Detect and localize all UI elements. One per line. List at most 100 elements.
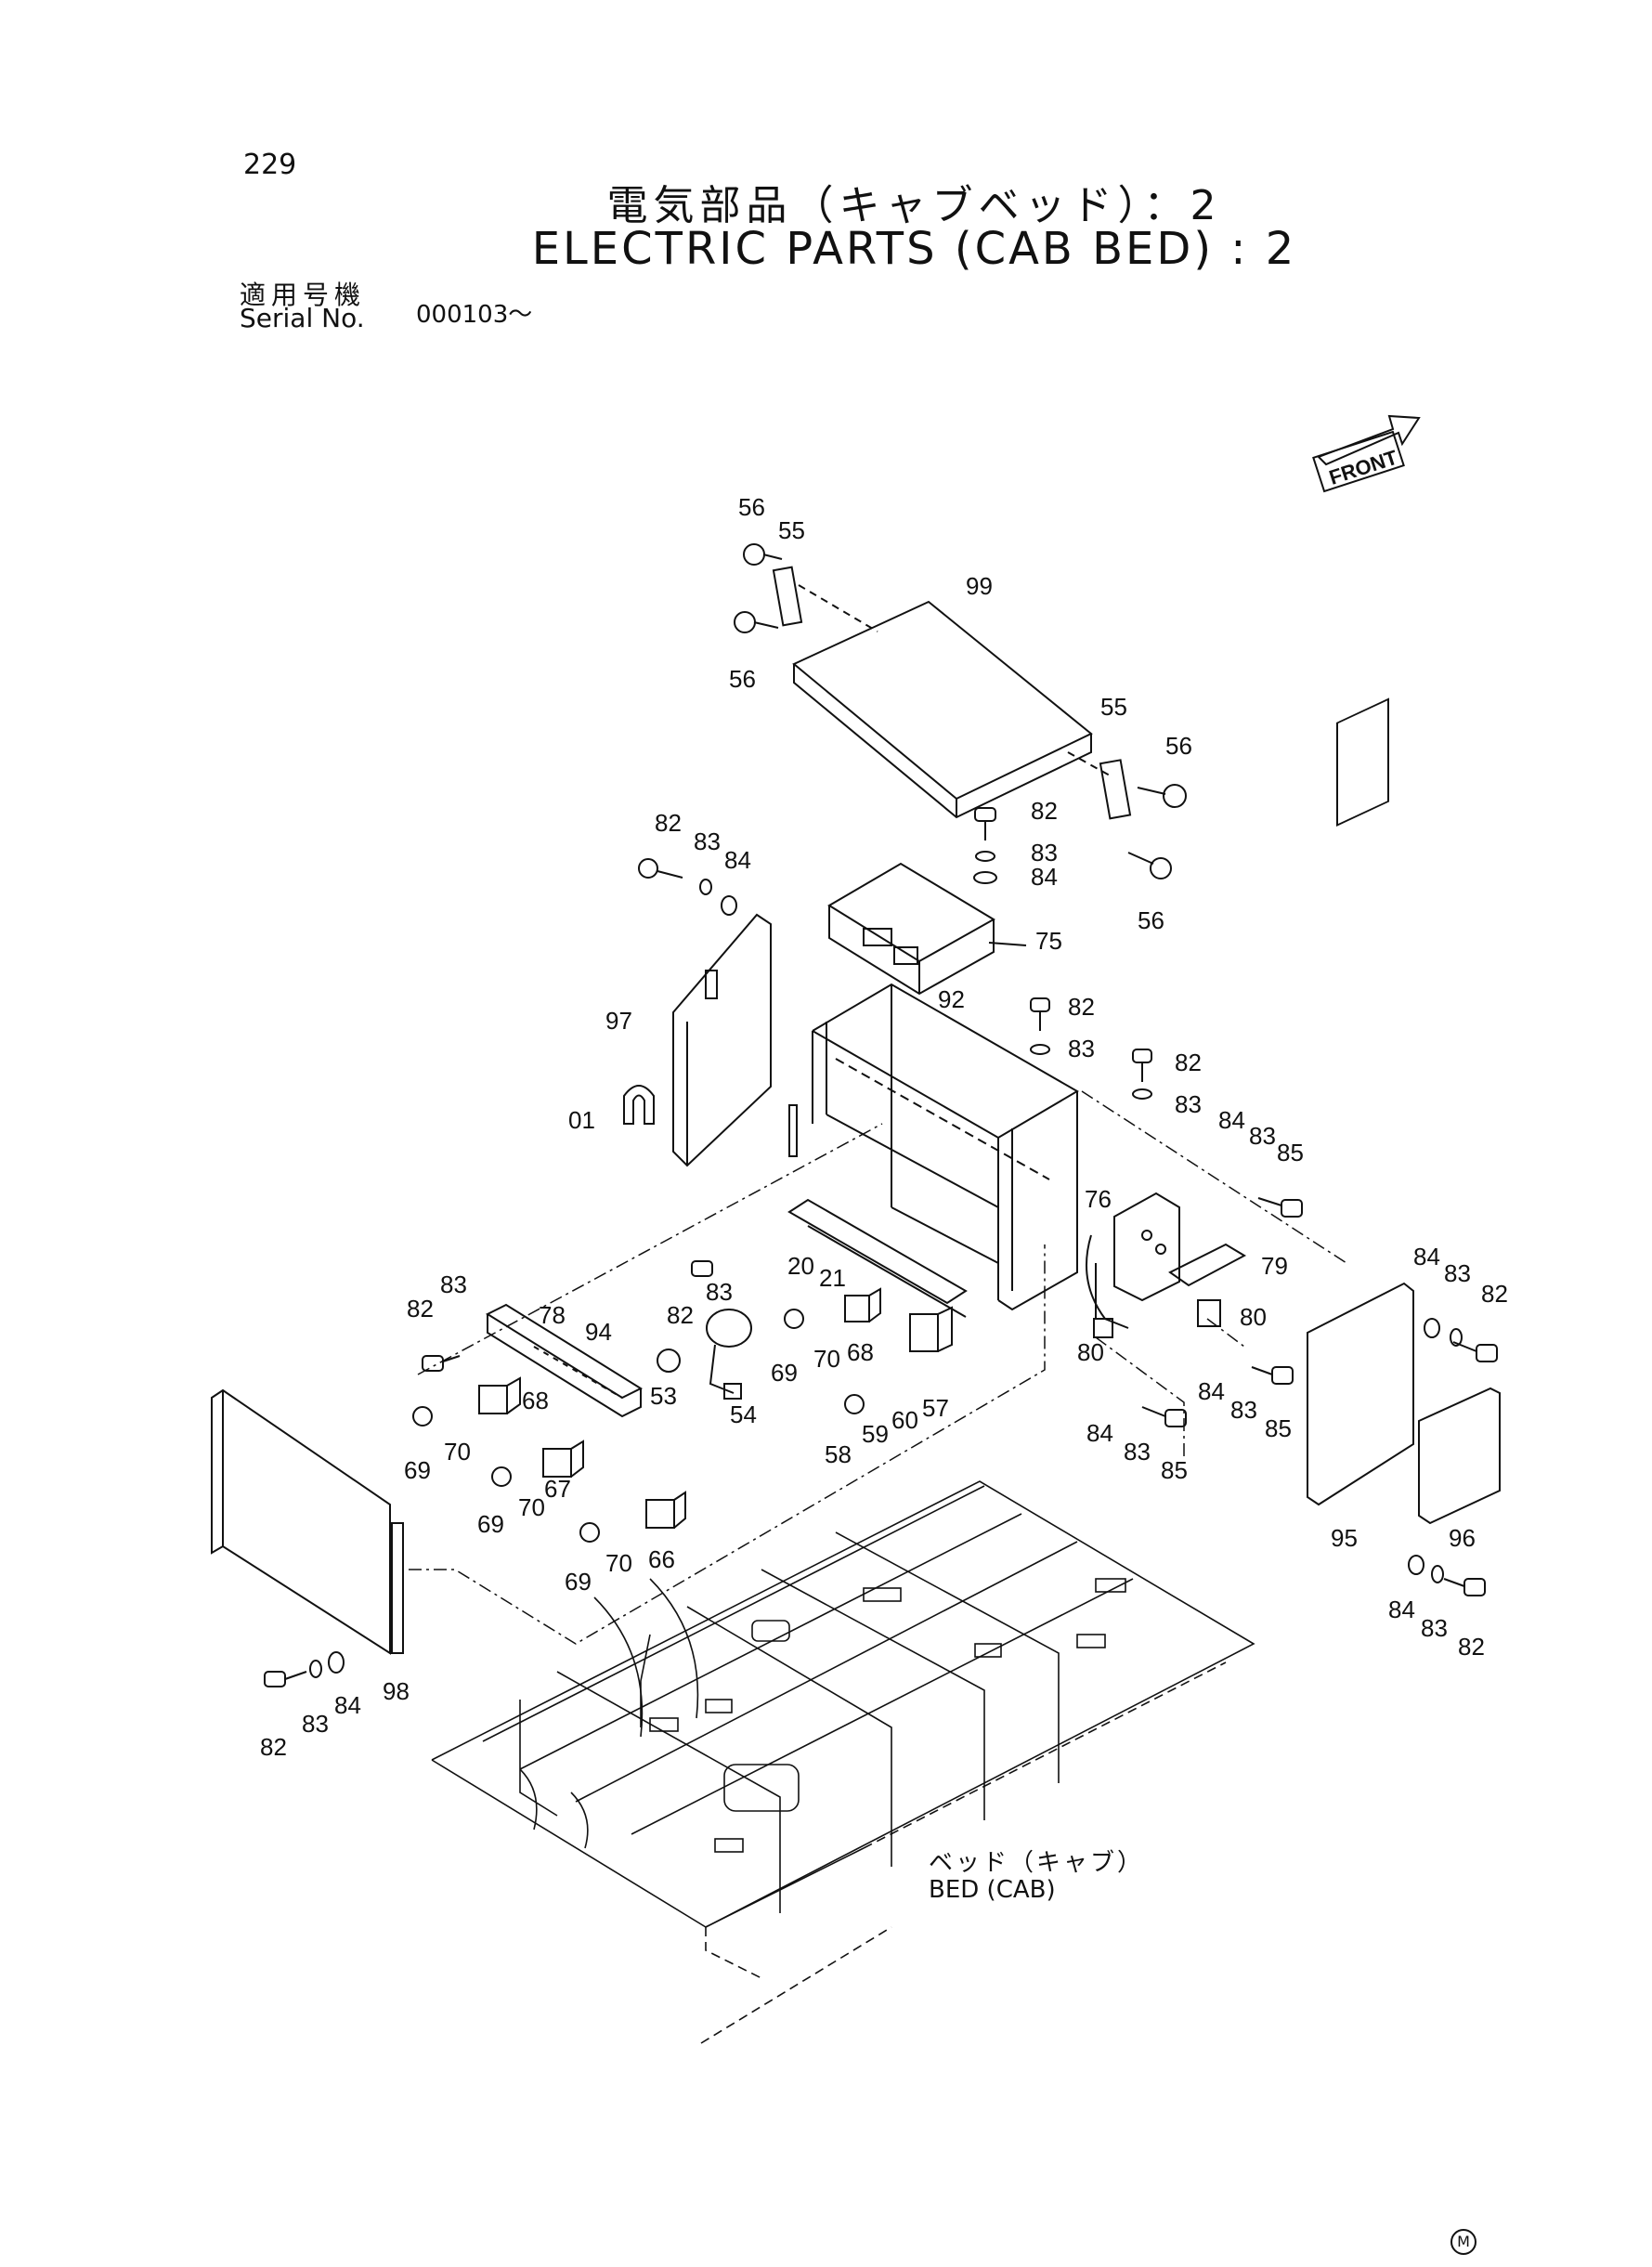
callout-55: 55	[1100, 693, 1127, 721]
callout-84: 84	[334, 1691, 361, 1719]
grommet-01	[623, 1085, 655, 1125]
callout-98: 98	[383, 1677, 410, 1705]
hinge-55-right	[1067, 751, 1132, 820]
side-panel-95	[1307, 697, 1414, 1506]
callout-80: 80	[1240, 1303, 1267, 1331]
callout-20: 20	[787, 1252, 814, 1280]
callout-82: 82	[667, 1301, 694, 1329]
callout-84: 84	[1198, 1377, 1225, 1405]
title-japanese: 電気部品（キャブベッド）：2	[606, 182, 1222, 229]
callout-70: 70	[813, 1345, 840, 1373]
callout-85: 85	[1265, 1414, 1292, 1442]
callout-84: 84	[1218, 1106, 1245, 1134]
callout-96: 96	[1449, 1524, 1476, 1552]
relay-board-76	[1095, 1192, 1247, 1319]
callout-66: 66	[648, 1545, 675, 1573]
callout-85: 85	[1277, 1139, 1304, 1166]
callout-82: 82	[1481, 1280, 1508, 1308]
callout-97: 97	[605, 1007, 632, 1035]
callout-83: 83	[1249, 1122, 1276, 1150]
callout-78: 78	[539, 1301, 566, 1329]
callout-67: 67	[544, 1475, 571, 1503]
callout-57: 57	[922, 1394, 949, 1422]
leader-lines	[409, 1090, 1347, 1645]
callout-58: 58	[825, 1440, 852, 1468]
callout-83: 83	[1031, 839, 1058, 866]
callout-69: 69	[771, 1359, 798, 1387]
callout-82: 82	[407, 1295, 434, 1322]
callout-53: 53	[650, 1382, 677, 1410]
bed-label-japanese: ベッド（キャブ）	[929, 1849, 1145, 1877]
callout-55: 55	[778, 516, 805, 544]
serial-value: 000103～	[416, 301, 533, 329]
side-panel-98	[211, 1388, 404, 1655]
panel-97	[638, 858, 798, 1167]
callout-84: 84	[724, 846, 751, 874]
relay-68-right	[844, 1287, 881, 1322]
cab-bed-frame	[431, 1480, 1255, 2044]
hinge-55-left	[772, 566, 878, 632]
callout-54: 54	[730, 1401, 757, 1428]
callout-labels: 56 55 56 99 55 56 56 82 83 84 82 83 84 7…	[260, 493, 1508, 1761]
callout-01: 01	[568, 1106, 595, 1134]
relay-57	[909, 1306, 953, 1352]
bolt-56-group	[734, 543, 1187, 879]
front-label: FRONT	[1326, 445, 1400, 489]
frame-92	[812, 983, 1079, 1311]
callout-75: 75	[1035, 927, 1062, 955]
callout-99: 99	[966, 572, 993, 600]
bolt-82-top	[973, 807, 997, 884]
callout-70: 70	[444, 1438, 471, 1466]
callout-70: 70	[518, 1493, 545, 1521]
callout-69: 69	[477, 1510, 504, 1538]
callout-84: 84	[1031, 863, 1058, 891]
relay-67	[542, 1440, 584, 1478]
harness-80	[1086, 1234, 1221, 1338]
callout-83: 83	[1175, 1090, 1202, 1118]
callout-95: 95	[1331, 1524, 1358, 1552]
callout-84: 84	[1413, 1243, 1440, 1270]
controller-box-75	[827, 862, 1027, 996]
callout-56: 56	[1165, 732, 1192, 760]
callout-82: 82	[1175, 1049, 1202, 1076]
fasteners-lower	[264, 997, 1498, 1687]
page-number: 229	[243, 149, 297, 181]
bed-label-english: BED (CAB)	[929, 1876, 1056, 1904]
callout-82: 82	[1458, 1633, 1485, 1661]
callout-82: 82	[1068, 993, 1095, 1021]
callout-69: 69	[565, 1568, 592, 1596]
serial-label-english: Serial No.	[240, 303, 365, 333]
callout-59: 59	[862, 1420, 889, 1448]
title-english: ELECTRIC PARTS (CAB BED) : 2	[531, 223, 1297, 275]
callout-83: 83	[440, 1270, 467, 1298]
callout-21: 21	[819, 1264, 846, 1292]
relay-66	[645, 1491, 686, 1529]
callout-84: 84	[1388, 1596, 1415, 1623]
callout-84: 84	[1086, 1419, 1113, 1447]
front-arrow: FRONT	[1312, 414, 1421, 493]
callout-69: 69	[404, 1456, 431, 1484]
callout-76: 76	[1085, 1185, 1112, 1213]
callout-80: 80	[1077, 1338, 1104, 1366]
rail-20-21	[787, 1198, 968, 1318]
callout-83: 83	[1421, 1614, 1448, 1642]
callout-83: 83	[302, 1710, 329, 1738]
callout-82: 82	[260, 1733, 287, 1761]
callout-85: 85	[1161, 1456, 1188, 1484]
serial-label-japanese: 適用号機	[240, 280, 367, 310]
callout-82: 82	[655, 809, 682, 837]
callout-94: 94	[585, 1318, 612, 1346]
buzzer-54	[706, 1309, 752, 1400]
callout-70: 70	[605, 1549, 632, 1577]
callout-68: 68	[847, 1338, 874, 1366]
callout-68: 68	[522, 1387, 549, 1414]
cover-plate-99	[792, 600, 1093, 819]
callout-60: 60	[891, 1406, 918, 1434]
callout-83: 83	[1230, 1396, 1257, 1424]
callout-82: 82	[1031, 797, 1058, 825]
relay-68	[478, 1376, 521, 1414]
callout-56: 56	[1138, 906, 1164, 934]
corner-mark: M	[1450, 2229, 1476, 2255]
side-panel-96	[1418, 1387, 1501, 1525]
